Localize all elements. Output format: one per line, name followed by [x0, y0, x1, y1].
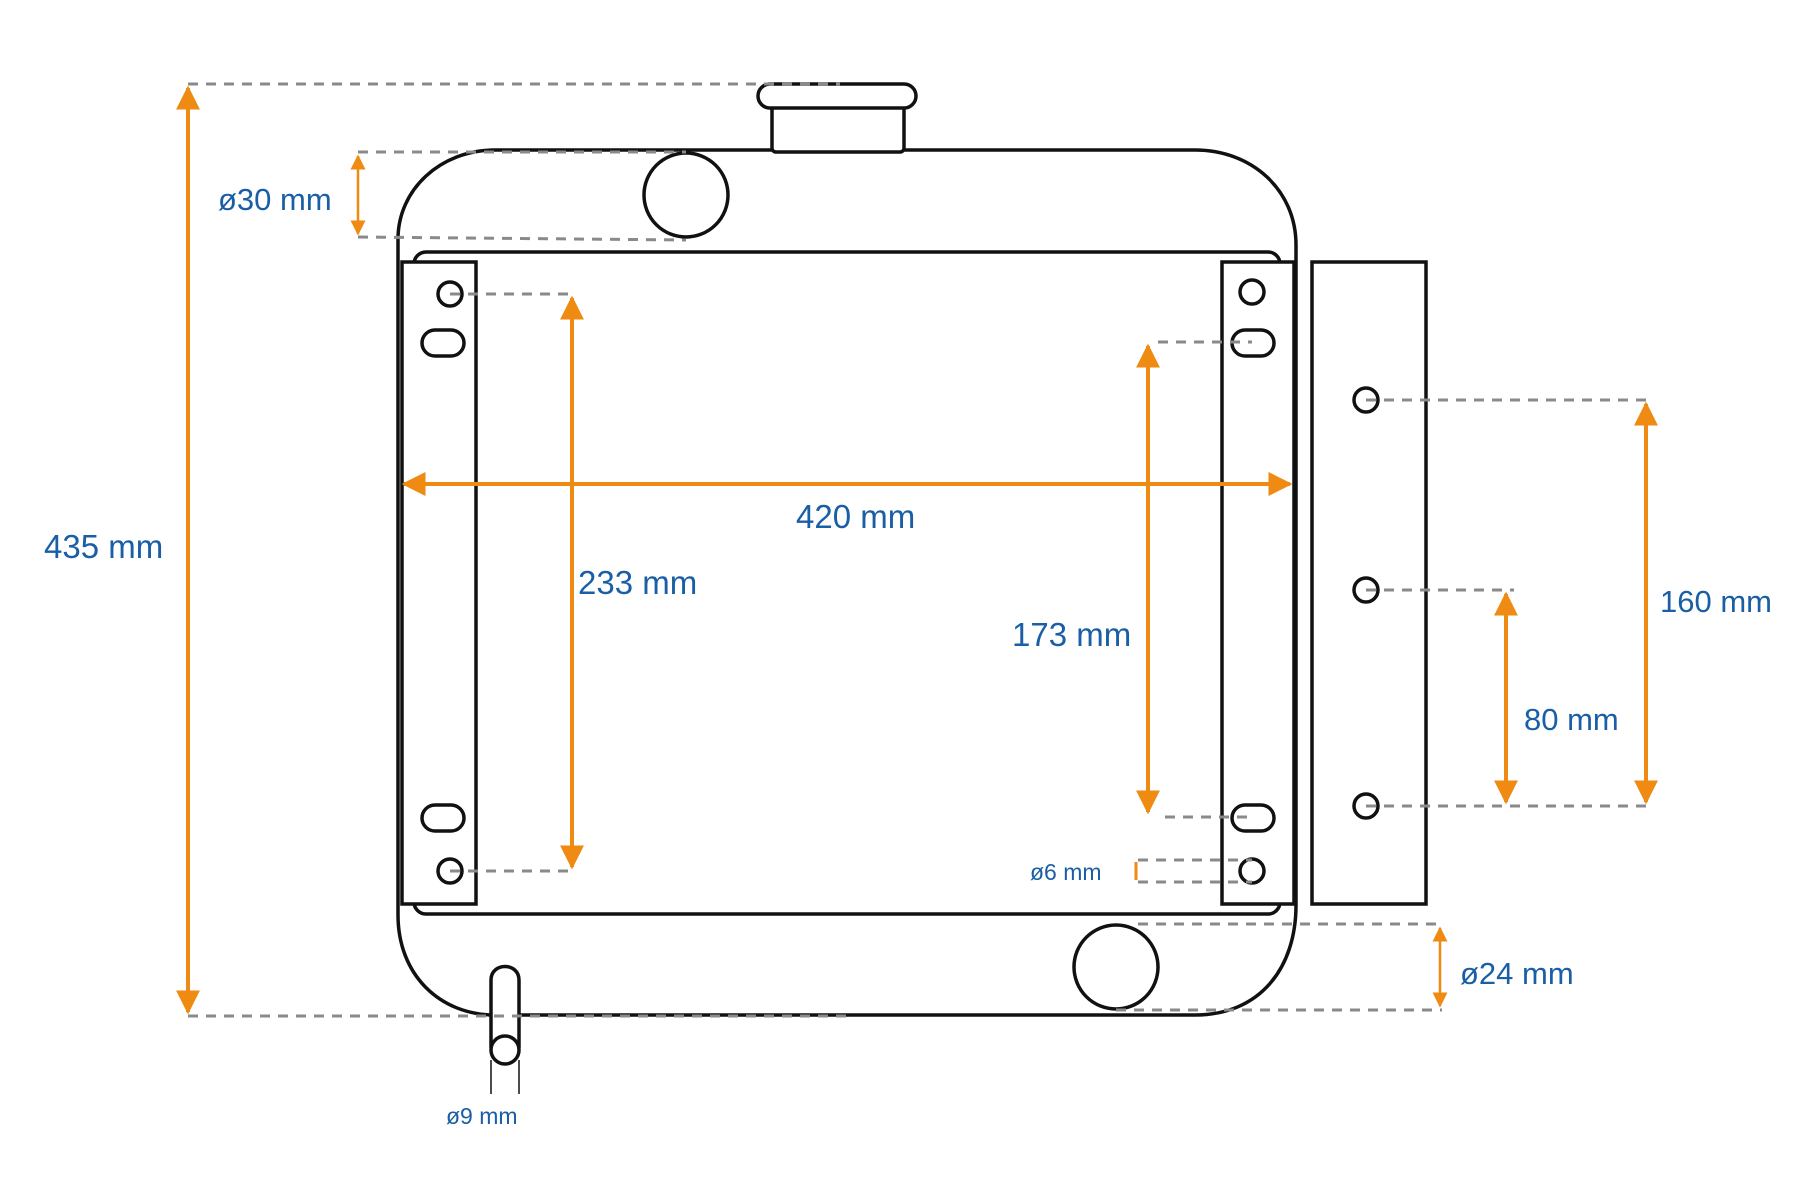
- side-bracket: [1310, 260, 1428, 906]
- extension-lines: [188, 82, 1646, 1018]
- radiator-outline: [396, 82, 1428, 1066]
- radiator-core: [412, 250, 1282, 916]
- overall-height-label: 435 mm: [44, 528, 163, 565]
- side-hole-top: [1352, 386, 1380, 414]
- mount-hole-label: ø6 mm: [1030, 859, 1102, 885]
- left-hole-top: [436, 280, 464, 308]
- side-hole-middle: [1352, 576, 1380, 604]
- radiator-tank: [396, 148, 1298, 1017]
- left-mount-bracket: [400, 260, 478, 906]
- drain-pipe-extension: [490, 1060, 520, 1094]
- left-hole-spacing-label: 233 mm: [578, 564, 697, 601]
- filler-cap-label: ø30 mm: [218, 182, 332, 217]
- dimension-labels: 435 mm ø30 mm 420 mm 233 mm 173 mm 160 m…: [44, 182, 1772, 1129]
- right-mount-bracket: [1220, 260, 1296, 906]
- bracket-inner-label: 80 mm: [1524, 702, 1619, 737]
- bracket-outer-label: 160 mm: [1660, 584, 1772, 619]
- right-slot-bottom: [1230, 803, 1276, 833]
- inlet-pipe: [642, 151, 730, 239]
- dimension-arrows: [176, 85, 1658, 1015]
- filler-cap: [756, 82, 918, 110]
- outlet-pipe: [1072, 923, 1160, 1011]
- left-hole-bottom: [436, 857, 464, 885]
- right-slot-spacing-label: 173 mm: [1012, 616, 1131, 653]
- drain-pipe-label: ø9 mm: [446, 1103, 518, 1129]
- outlet-label: ø24 mm: [1460, 956, 1574, 991]
- left-slot-bottom: [420, 803, 466, 833]
- left-slot-top: [420, 328, 466, 358]
- side-hole-bottom: [1352, 792, 1380, 820]
- filler-neck: [770, 102, 906, 154]
- drain-pipe-end: [489, 1034, 521, 1066]
- drain-pipe: [489, 964, 521, 1048]
- right-hole-top: [1238, 278, 1266, 306]
- width-label: 420 mm: [796, 498, 915, 535]
